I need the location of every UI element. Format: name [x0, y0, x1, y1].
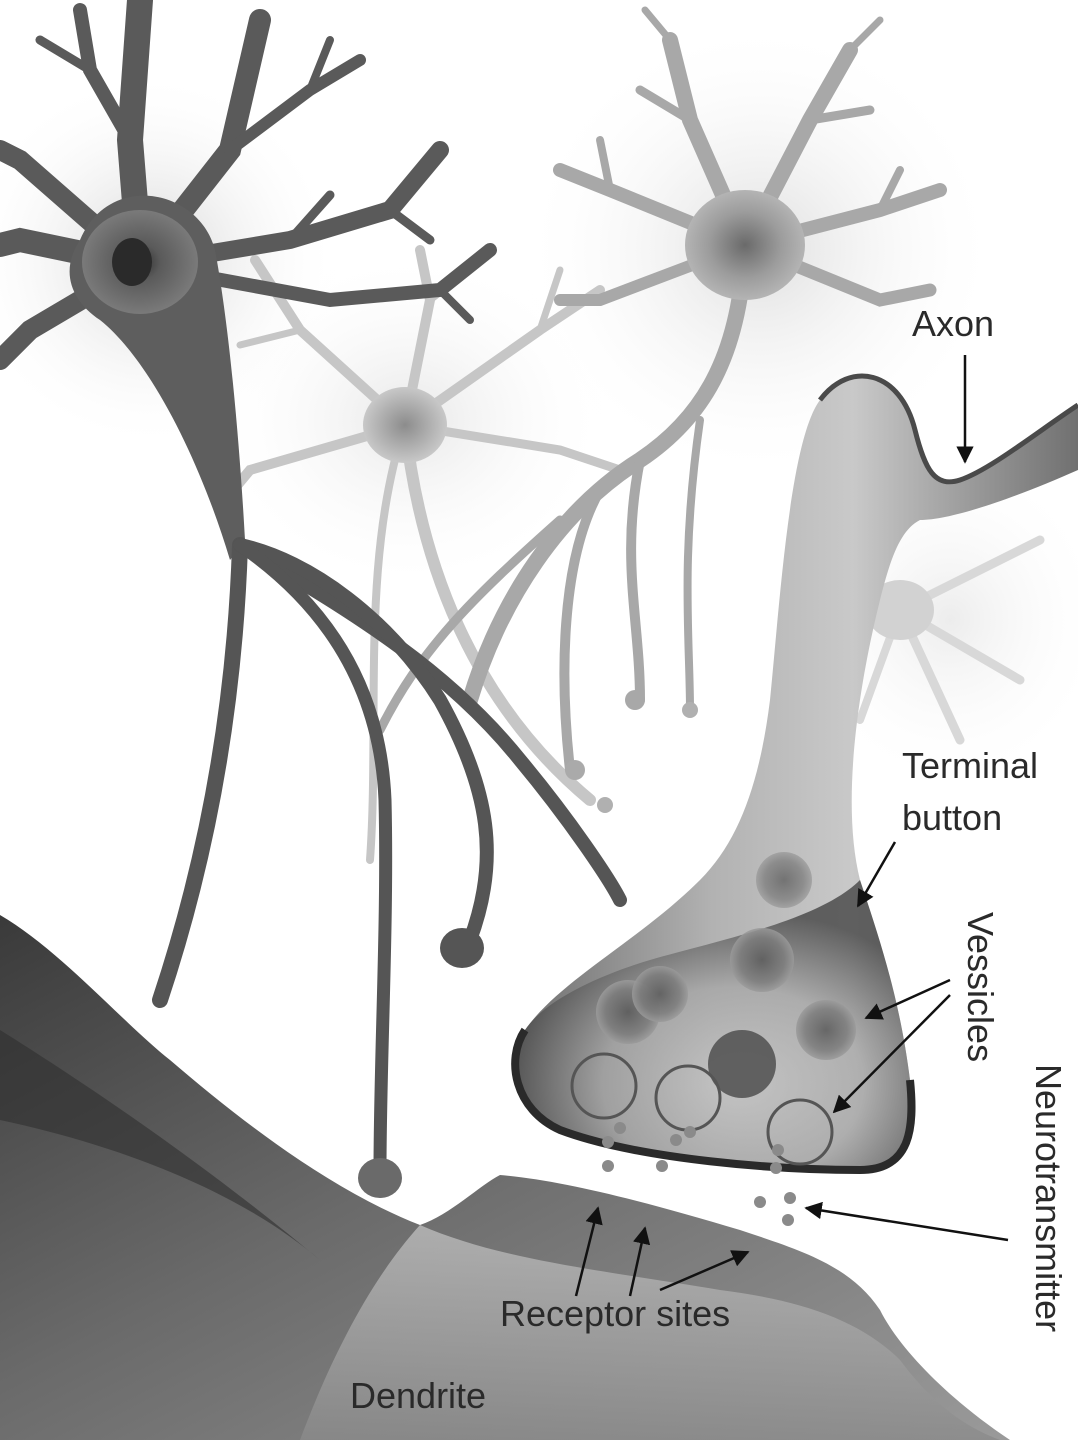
label-vessicles: Vessicles [962, 912, 998, 1062]
label-receptor-sites: Receptor sites [500, 1296, 730, 1332]
label-neurotransmitter: Neurotransmitter [1030, 1064, 1066, 1332]
label-terminal-button-line2: button [902, 792, 1038, 844]
label-dendrite: Dendrite [350, 1378, 486, 1414]
label-axon: Axon [912, 306, 994, 342]
label-terminal-button: Terminal button [902, 740, 1038, 844]
label-terminal-button-line1: Terminal [902, 740, 1038, 792]
